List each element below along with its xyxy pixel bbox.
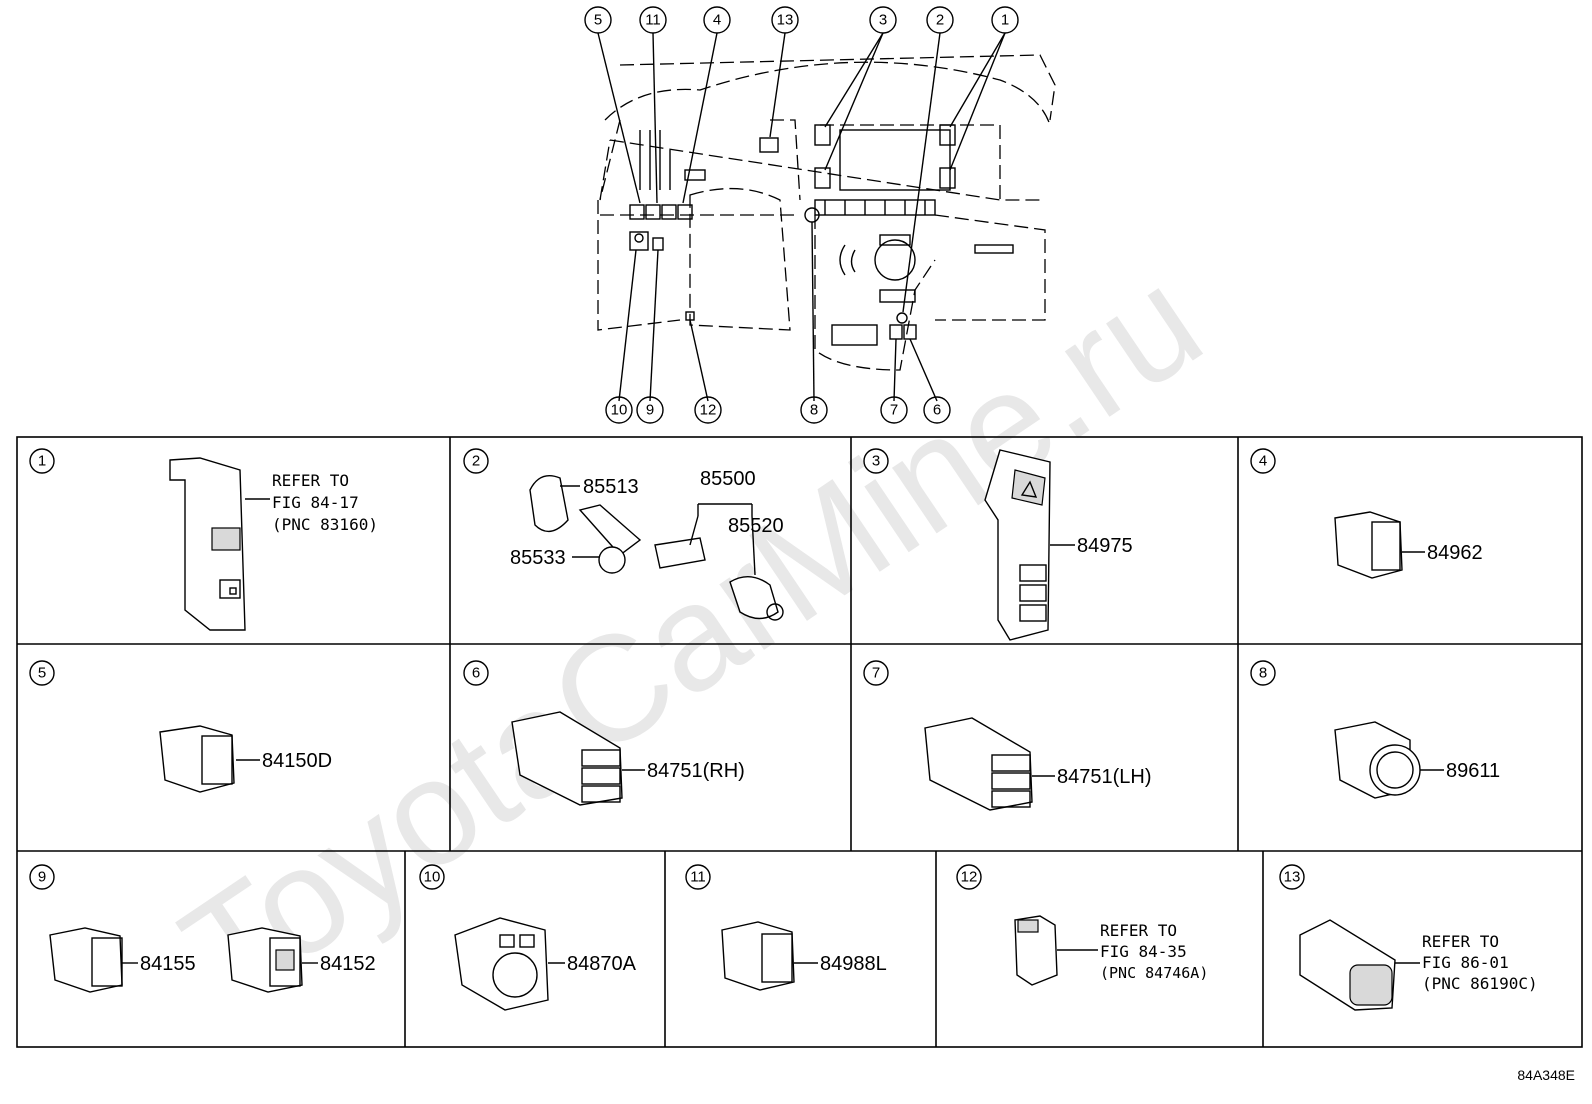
callout-5: 5 (584, 6, 612, 34)
svg-text:6: 6 (933, 402, 941, 419)
svg-text:84870A: 84870A (567, 953, 637, 975)
lighter-body (654, 537, 706, 569)
callout-6: 6 (923, 396, 951, 424)
cell-7: 7 84751(LH) (863, 660, 1152, 811)
dashboard-overview (597, 54, 1056, 371)
cell-3: 3 84975 (863, 448, 1133, 641)
callout-13: 13 (771, 6, 799, 34)
seat-heater-switch-rh (511, 711, 623, 806)
svg-text:84988L: 84988L (820, 953, 887, 975)
svg-text:(PNC 84746A): (PNC 84746A) (1100, 964, 1208, 982)
switch-84988L (721, 921, 795, 991)
svg-text:REFER TO: REFER TO (1422, 932, 1499, 951)
svg-text:84155: 84155 (140, 953, 196, 975)
svg-text:84751(RH): 84751(RH) (647, 760, 745, 782)
svg-text:1: 1 (38, 453, 46, 470)
svg-text:(PNC 86190C): (PNC 86190C) (1422, 974, 1538, 993)
callout-11: 11 (639, 6, 667, 34)
watermark: ToyotaCarMine.ru (154, 235, 1229, 1036)
svg-text:89611: 89611 (1446, 760, 1500, 782)
connector-84746A (1014, 915, 1058, 986)
svg-text:8: 8 (810, 402, 818, 419)
svg-text:9: 9 (646, 402, 654, 419)
svg-text:11: 11 (690, 869, 706, 886)
svg-text:2: 2 (936, 12, 944, 29)
svg-text:84975: 84975 (1077, 535, 1133, 557)
cell-1: 1 REFER TO FIG 84-17 (PNC 83160) (29, 448, 378, 631)
svg-text:13: 13 (1284, 869, 1301, 886)
cell-4: 4 84962 (1250, 448, 1483, 579)
svg-text:REFER TO: REFER TO (272, 471, 349, 490)
svg-text:10: 10 (424, 869, 441, 886)
svg-text:9: 9 (38, 869, 46, 886)
switch-assembly-1 (169, 457, 246, 631)
callout-leaders (597, 32, 1006, 402)
svg-text:11: 11 (645, 12, 661, 29)
svg-text:6: 6 (472, 665, 480, 682)
svg-text:85533: 85533 (510, 547, 566, 569)
svg-text:85513: 85513 (583, 476, 639, 498)
cell-11: 11 84988L (685, 864, 887, 991)
svg-text:12: 12 (961, 869, 978, 886)
callout-2: 2 (926, 6, 954, 34)
svg-text:2: 2 (472, 453, 480, 470)
svg-text:3: 3 (872, 453, 880, 470)
svg-text:5: 5 (594, 12, 602, 29)
drawing-code: 84A348E (1517, 1067, 1575, 1083)
seat-heater-switch-lh (924, 717, 1033, 811)
svg-text:85520: 85520 (728, 515, 784, 537)
overview-callouts: 5 11 4 13 3 2 1 10 9 12 8 7 6 (584, 6, 1019, 424)
cell-10: 10 84870A (419, 864, 637, 1011)
svg-text:84962: 84962 (1427, 542, 1483, 564)
callout-8: 8 (800, 396, 828, 424)
svg-text:8: 8 (1259, 665, 1267, 682)
callout-3: 3 (869, 6, 897, 34)
svg-text:84152: 84152 (320, 953, 376, 975)
callout-1: 1 (991, 6, 1019, 34)
svg-text:1: 1 (1001, 12, 1009, 29)
svg-text:4: 4 (1259, 453, 1267, 470)
svg-text:85500: 85500 (700, 468, 756, 490)
svg-text:FIG 84-17: FIG 84-17 (272, 493, 359, 512)
svg-text:84150D: 84150D (262, 750, 332, 772)
svg-text:3: 3 (879, 12, 887, 29)
svg-text:REFER TO: REFER TO (1100, 921, 1177, 940)
lighter-holder (529, 475, 569, 533)
cell-12: 12 REFER TO FIG 84-35 (PNC 84746A) (956, 864, 1208, 986)
svg-text:(PNC 83160): (PNC 83160) (272, 515, 378, 534)
lighter-socket-ring (578, 504, 642, 556)
svg-text:7: 7 (890, 402, 898, 419)
svg-text:84751(LH): 84751(LH) (1057, 766, 1152, 788)
svg-text:FIG 84-35: FIG 84-35 (1100, 942, 1187, 961)
callout-9: 9 (636, 396, 664, 424)
svg-text:5: 5 (38, 665, 46, 682)
callout-7: 7 (880, 396, 908, 424)
svg-text:12: 12 (700, 402, 717, 419)
cell-9: 9 84155 84152 (29, 864, 376, 993)
callout-4: 4 (703, 6, 731, 34)
svg-text:4: 4 (713, 12, 721, 29)
switch-84962 (1334, 511, 1403, 579)
parts-grid (16, 436, 1583, 1048)
svg-text:13: 13 (777, 12, 794, 29)
cell-5: 5 84150D (29, 660, 332, 793)
callout-12: 12 (694, 396, 722, 424)
switch-84152 (227, 927, 303, 993)
cell-13: 13 REFER TO FIG 86-01 (PNC 86190C) (1279, 864, 1538, 1011)
cell-2: 2 85513 85500 85520 85533 (463, 448, 784, 621)
switch-84150D (159, 725, 235, 793)
callout-10: 10 (605, 396, 633, 424)
svg-text:7: 7 (872, 665, 880, 682)
svg-text:FIG 86-01: FIG 86-01 (1422, 953, 1509, 972)
cell-6: 6 84751(RH) (463, 660, 745, 806)
cell-8: 8 89611 (1250, 660, 1500, 799)
lighter-plug (729, 576, 779, 620)
svg-text:10: 10 (611, 402, 628, 419)
